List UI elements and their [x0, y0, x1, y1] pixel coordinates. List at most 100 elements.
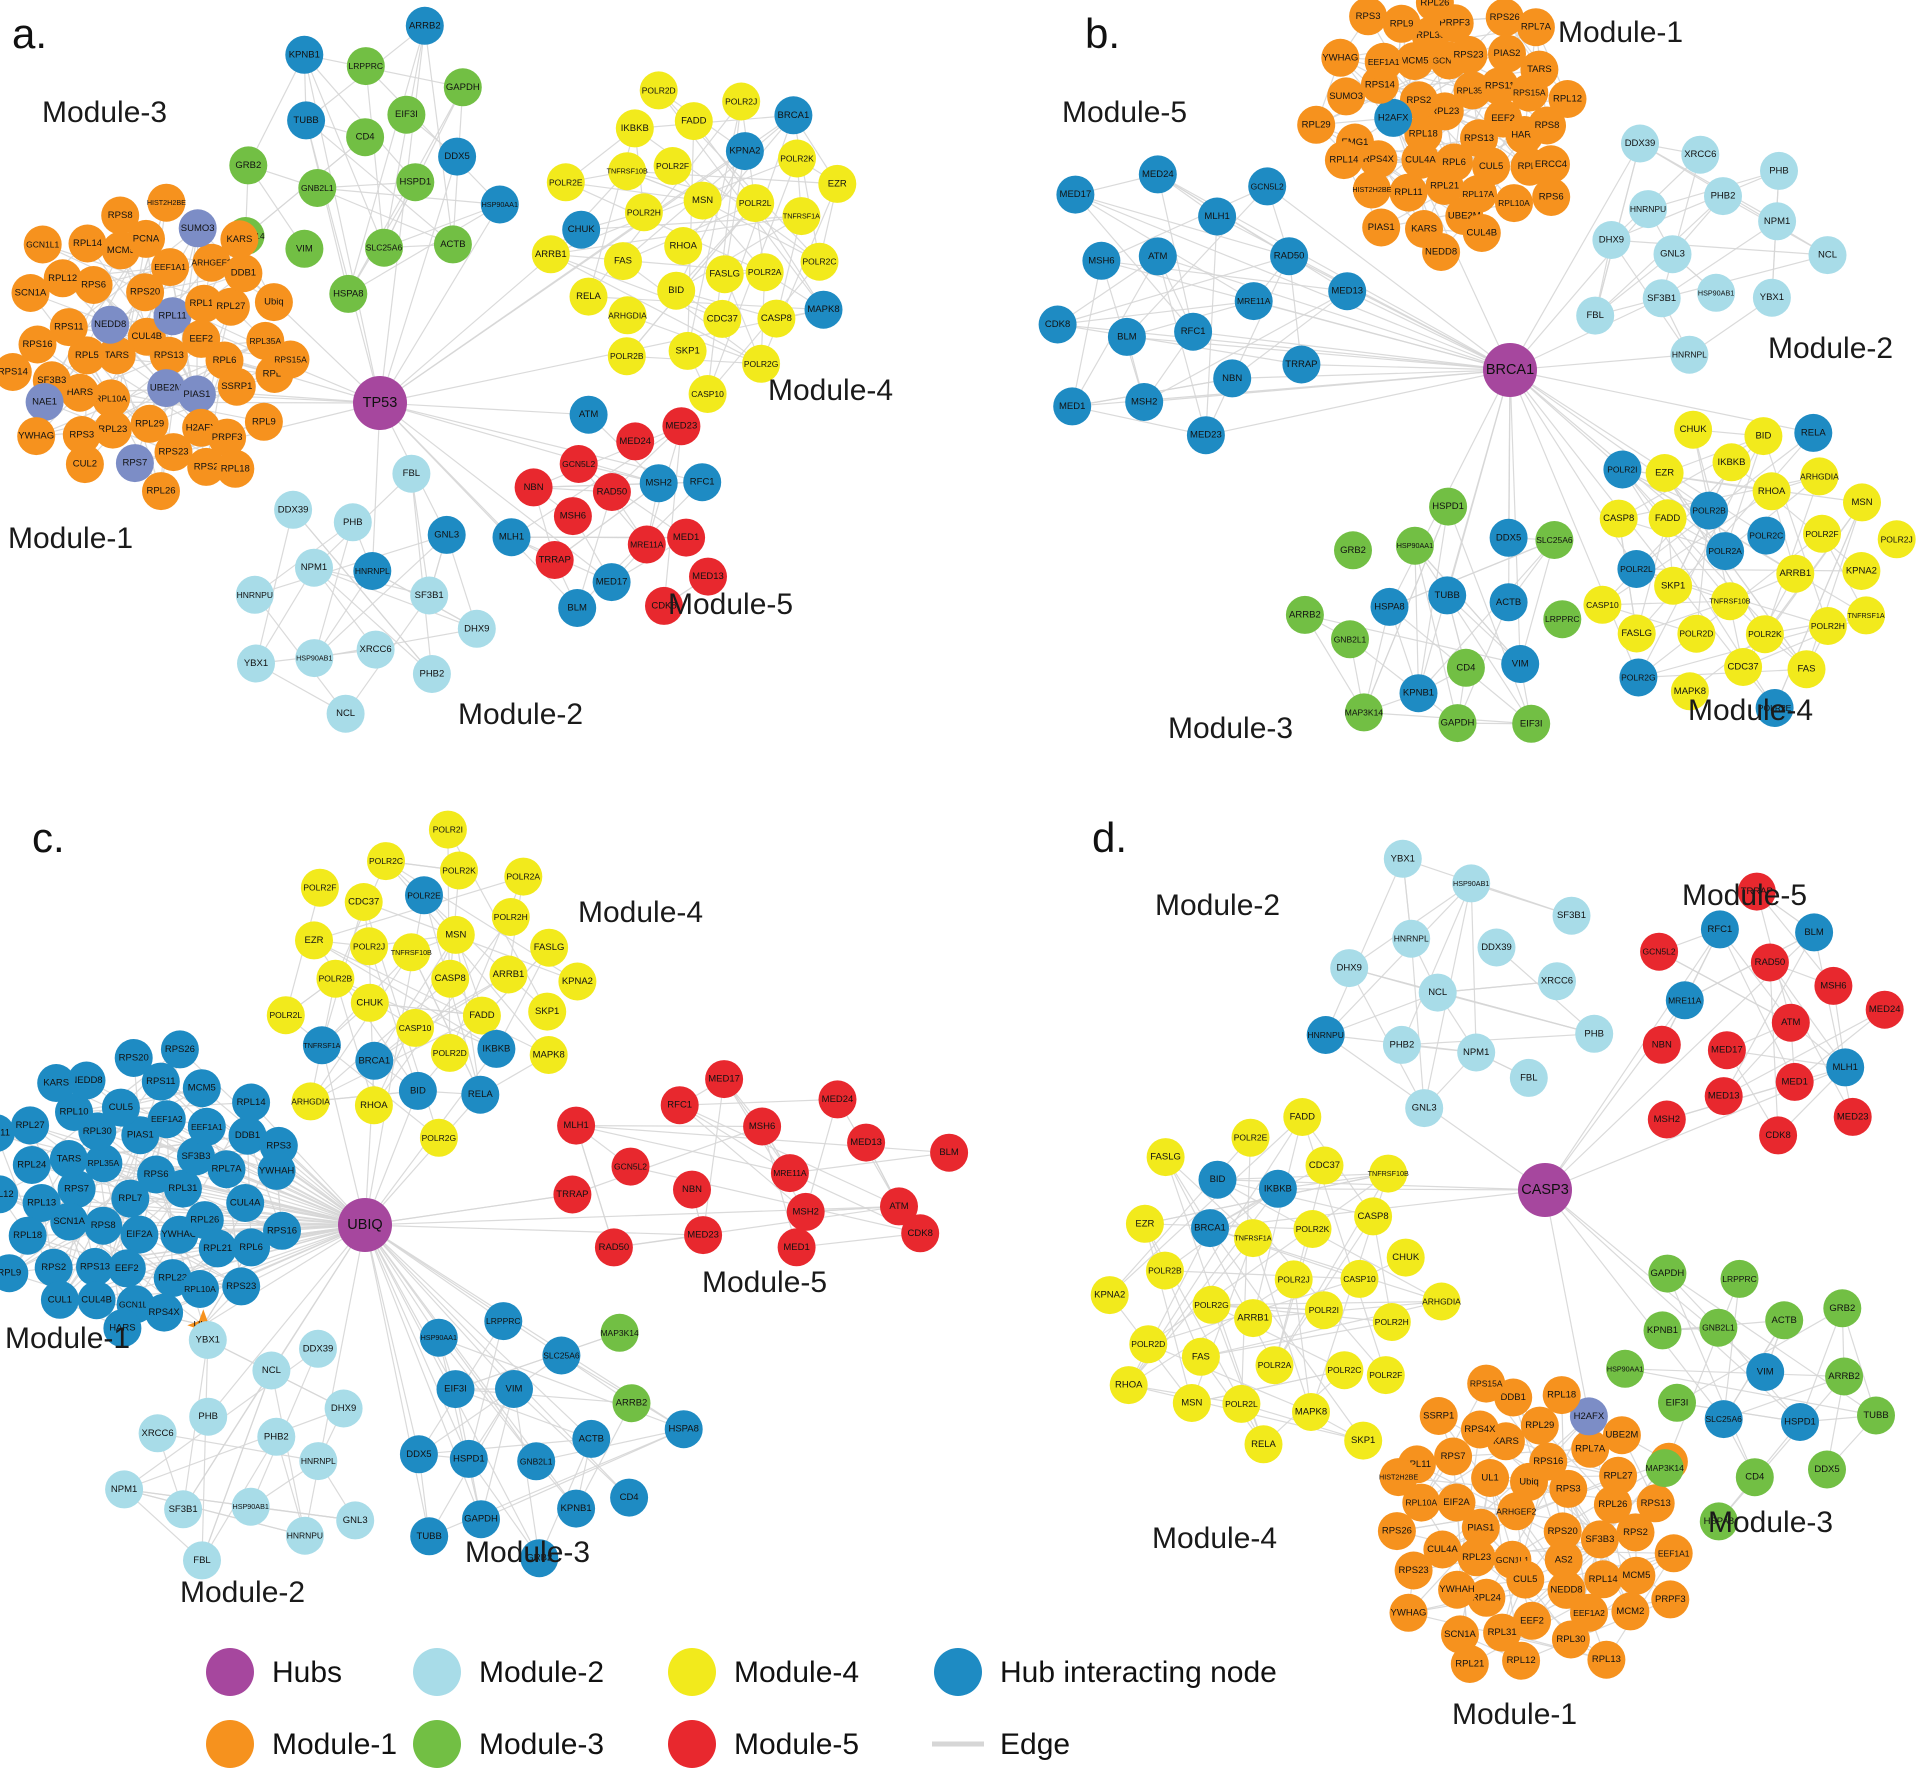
node-label: RPL30 [1556, 1634, 1585, 1645]
node-med17 [705, 1060, 744, 1099]
module-label-module-3: Module-3 [42, 96, 167, 129]
node-pias1 [1362, 208, 1401, 247]
node-label: EEF2 [1491, 113, 1515, 124]
node-label: DDB1 [1501, 1392, 1526, 1403]
node-rpl14 [1584, 1560, 1623, 1599]
node-label: MCM5 [188, 1083, 216, 1094]
node-label: RPS2 [41, 1262, 66, 1273]
node-label: YBX1 [244, 658, 268, 669]
node-label: CUL4A [1405, 154, 1436, 165]
node-gapdh [462, 1500, 500, 1539]
node-label: BRCA1 [1194, 1223, 1226, 1234]
node-kpna2 [725, 132, 764, 171]
node-label: CDC37 [707, 313, 738, 324]
node-label: MED13 [1331, 286, 1363, 297]
node-label: RPL23 [1462, 1552, 1491, 1563]
node-label: MRE11A [630, 540, 664, 550]
node-rpl10a [92, 379, 131, 418]
node-rps26 [160, 1030, 199, 1069]
node-label: CUL4A [230, 1198, 261, 1209]
node-label: DHX9 [1337, 963, 1362, 974]
node-rpl12 [0, 1175, 19, 1214]
node-label: IKBKB [1718, 457, 1746, 468]
node-label: MED24 [1142, 169, 1174, 180]
node-hnrnpl [353, 552, 392, 590]
module-label-module-2: Module-2 [180, 1576, 305, 1609]
node-rps16 [18, 325, 57, 364]
node-label: RPL5 [75, 350, 99, 361]
legend-swatch-hubs [206, 1648, 254, 1696]
node-label: NPM1 [111, 1484, 137, 1495]
node-label: POLR2A [1258, 1360, 1292, 1370]
node-rpl7a [1516, 8, 1555, 47]
node-polr2g [742, 344, 781, 383]
node-sumo3 [1327, 77, 1366, 116]
node-label: FBL [1520, 1072, 1537, 1083]
node-label: YWHAH [1439, 1584, 1475, 1595]
node-label: IKBKB [482, 1043, 510, 1054]
node-label: NBN [524, 482, 544, 493]
node-mcm5 [1617, 1556, 1656, 1595]
node-rpl11 [0, 1114, 15, 1152]
node-xrcc6 [1681, 135, 1720, 174]
node-label: RPL9 [0, 1268, 21, 1279]
node-polr2f [1803, 514, 1841, 553]
node-label: ERCC4 [1535, 159, 1567, 170]
node-chuk [1674, 410, 1713, 449]
node-label: SF3B1 [1647, 293, 1676, 304]
node-scn1a [50, 1202, 89, 1241]
node-label: RPL26 [1420, 0, 1449, 8]
node-nedd8 [91, 305, 130, 344]
node-msh6 [553, 497, 592, 536]
node-fbl [1576, 296, 1615, 335]
node-label: CHUK [356, 997, 384, 1008]
node-hsp90aa1 [1606, 1349, 1645, 1388]
node-polr2c [367, 842, 405, 881]
node-label: POLR2K [1296, 1224, 1330, 1234]
node-label: RPS20 [1548, 1526, 1578, 1537]
node-phb [1575, 1014, 1614, 1053]
node-label: RPL13 [27, 1198, 56, 1209]
module-label-module-2: Module-2 [458, 698, 583, 731]
node-label: ARHGDIA [291, 1096, 330, 1106]
node-actb [1765, 1301, 1804, 1340]
node-gapdh [443, 68, 482, 107]
node-hnrnpl [1670, 335, 1709, 374]
node-label: PIAS1 [127, 1130, 154, 1141]
node-ncl [326, 694, 365, 733]
node-lrpprc [346, 47, 385, 86]
node-label: EIF3I [1666, 1397, 1689, 1408]
node-rps26 [1377, 1512, 1416, 1551]
node-label: RPS16 [22, 339, 52, 350]
node-rps23 [1394, 1551, 1433, 1590]
node-label: MCM5 [1401, 56, 1429, 67]
node-med23 [684, 1216, 723, 1255]
node-label: TRRAP [1741, 886, 1773, 897]
node-hnrnpl [299, 1442, 338, 1481]
node-cd4 [1446, 648, 1485, 687]
node-label: XRCC6 [141, 1428, 173, 1439]
node-label: RPS7 [64, 1184, 89, 1195]
node-label: DHX9 [331, 1403, 356, 1414]
node-polr2f [653, 147, 692, 185]
node-hist2h2be [1379, 1458, 1418, 1497]
node-rpl26 [142, 472, 180, 511]
node-polr2b [316, 959, 355, 998]
node-ywhag [1389, 1593, 1428, 1632]
node-rps4x [145, 1293, 184, 1332]
node-label: MAPK8 [807, 304, 839, 315]
node-cul4a [1423, 1530, 1462, 1569]
node-hist2h2be [1352, 170, 1391, 209]
node-hsp90aa1 [419, 1318, 458, 1357]
node-xrcc6 [138, 1414, 177, 1453]
node-cdk8 [1759, 1116, 1798, 1155]
node-med17 [1707, 1031, 1746, 1070]
node-label: RHOA [1758, 486, 1786, 497]
node-polr2l [1617, 550, 1656, 588]
node-polr2k [1745, 615, 1784, 654]
node-tubb [410, 1517, 449, 1556]
node-label: EEF2 [189, 333, 213, 344]
node-label: MED1 [673, 532, 699, 543]
